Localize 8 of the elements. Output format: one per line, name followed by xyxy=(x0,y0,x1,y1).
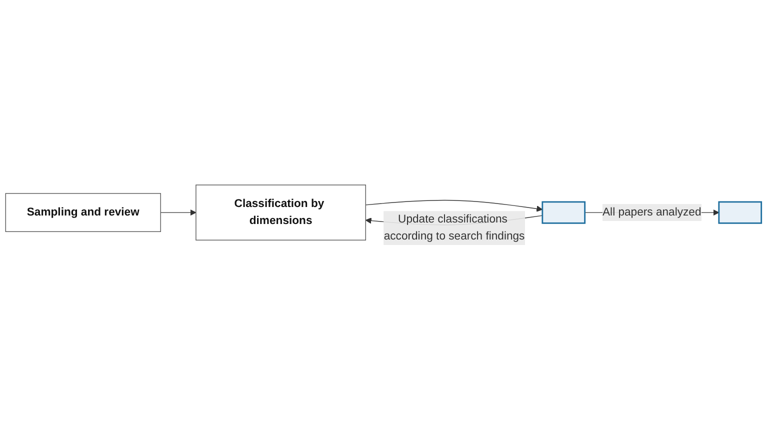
node-box xyxy=(542,201,586,224)
arrow xyxy=(365,200,543,212)
node-box: Classification by dimensions xyxy=(196,184,366,240)
edge-label: All papers analyzed xyxy=(602,206,702,218)
edge-label: Update classifications according to search findings xyxy=(384,213,525,242)
arrow xyxy=(160,209,196,216)
node-box xyxy=(718,201,762,224)
node-box: Sampling and review xyxy=(5,193,161,232)
